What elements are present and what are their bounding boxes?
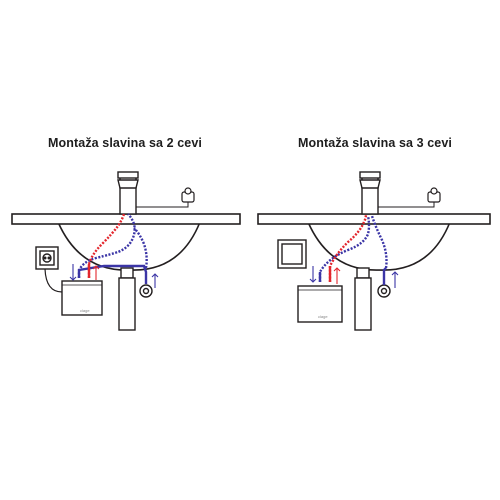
diagram-panel-3-pipes: Montaža slavina sa 3 cevi — [250, 0, 500, 500]
installation-diagram: clage — [11, 171, 241, 331]
diagram-title: Montaža slavina sa 3 cevi — [298, 136, 452, 150]
cold-water-pipe — [318, 215, 371, 282]
water-heater — [61, 280, 103, 316]
controller-icon — [427, 187, 441, 203]
diagram-panel-2-pipes: Montaža slavina sa 2 cevi — [11, 136, 241, 331]
wall-plate — [277, 239, 307, 269]
heater-logo-text: clage — [318, 314, 328, 319]
controller-icon — [181, 187, 195, 203]
hot-water-pipe — [87, 213, 126, 278]
cold-supply-pipe — [370, 215, 388, 269]
cold-supply-connector — [382, 267, 387, 285]
power-cable — [44, 268, 63, 293]
angle-valve — [377, 284, 391, 298]
drain-pipe — [118, 267, 136, 331]
drain-pipe — [354, 267, 372, 331]
cold-connector — [77, 264, 148, 284]
flow-arrows — [309, 266, 399, 288]
water-heater — [297, 285, 343, 323]
flow-arrows — [69, 264, 159, 288]
countertop — [11, 213, 241, 225]
faucet-control-line — [378, 202, 435, 208]
cold-supply-pipe — [133, 227, 148, 269]
installation-diagram: clage — [257, 171, 491, 331]
wall-socket — [35, 246, 59, 270]
cold-water-pipe — [77, 213, 136, 278]
faucet-control-line — [136, 202, 189, 208]
faucet — [359, 171, 381, 215]
faucet — [117, 171, 139, 215]
sink-basin — [306, 221, 452, 271]
heater-logo-text: clage — [80, 308, 90, 313]
diagram-title: Montaža slavina sa 2 cevi — [48, 136, 202, 150]
angle-valve — [139, 284, 153, 298]
